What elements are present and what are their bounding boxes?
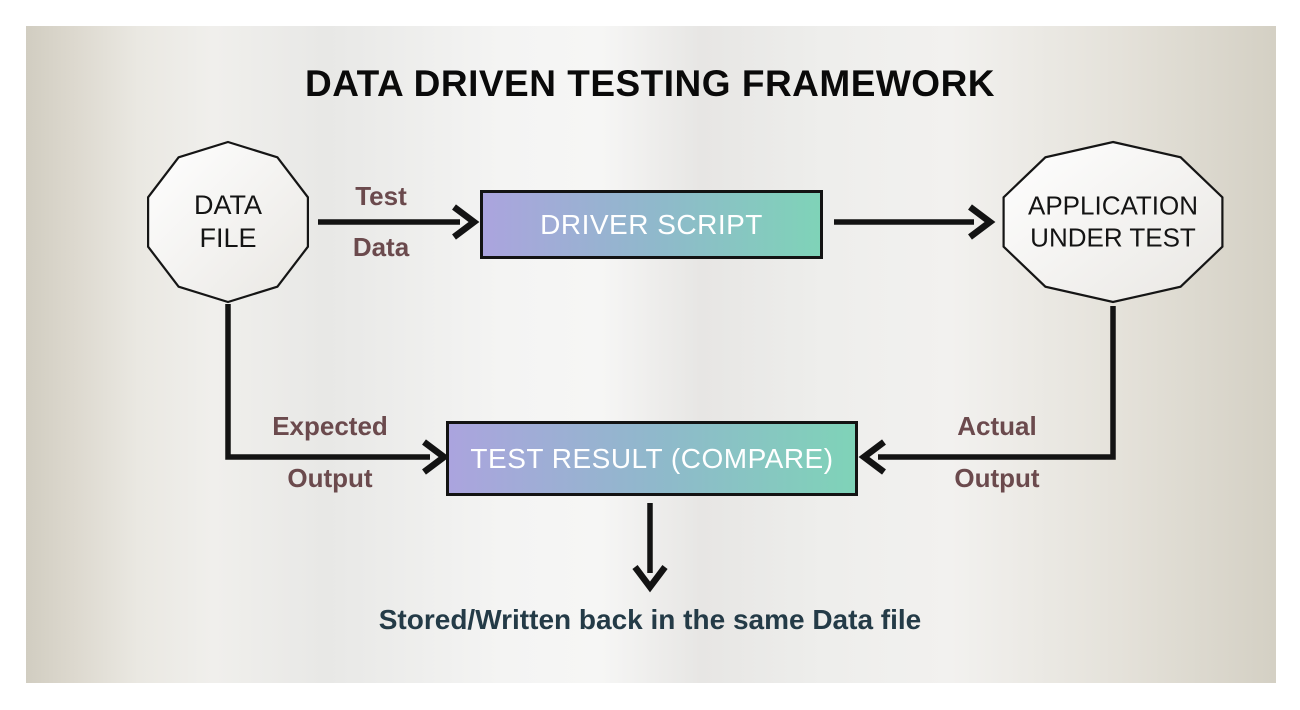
edge-label-expected-output: Output [287, 463, 373, 494]
edge-label-actual: Actual [957, 411, 1037, 442]
edge-label-expected: Expected [272, 411, 388, 442]
stored-output-text: Stored/Written back in the same Data fil… [378, 604, 922, 635]
data-file-shape [147, 140, 309, 304]
application-under-test-shape [1002, 140, 1224, 304]
edge-label-test: Test [355, 181, 407, 212]
driver-script-box: DRIVER SCRIPT [480, 190, 823, 259]
data-file-label-line1: DATA [193, 190, 263, 221]
test-result-box: TEST RESULT (COMPARE) [446, 421, 858, 496]
arrow-driver-to-aut [834, 204, 996, 240]
arrow-stored-output [632, 503, 668, 593]
arrow-test-data [318, 204, 480, 240]
aut-label-line1: APPLICATION [1027, 190, 1199, 221]
data-file-label: DATA FILE [194, 189, 262, 255]
aut-label-line2: UNDER TEST [1030, 222, 1196, 252]
data-file-label-line2: FILE [199, 223, 257, 253]
test-result-label: TEST RESULT (COMPARE) [470, 442, 834, 474]
diagram-canvas [26, 26, 1276, 683]
page-title: DATA DRIVEN TESTING FRAMEWORK [304, 63, 996, 104]
driver-script-label: DRIVER SCRIPT [540, 208, 763, 240]
edge-label-actual-output: Output [954, 463, 1040, 494]
arrow-actual-output [858, 306, 1116, 475]
application-under-test-label: APPLICATION UNDER TEST [1028, 190, 1198, 253]
arrow-expected-output [225, 304, 450, 475]
edge-label-data: Data [352, 232, 410, 263]
